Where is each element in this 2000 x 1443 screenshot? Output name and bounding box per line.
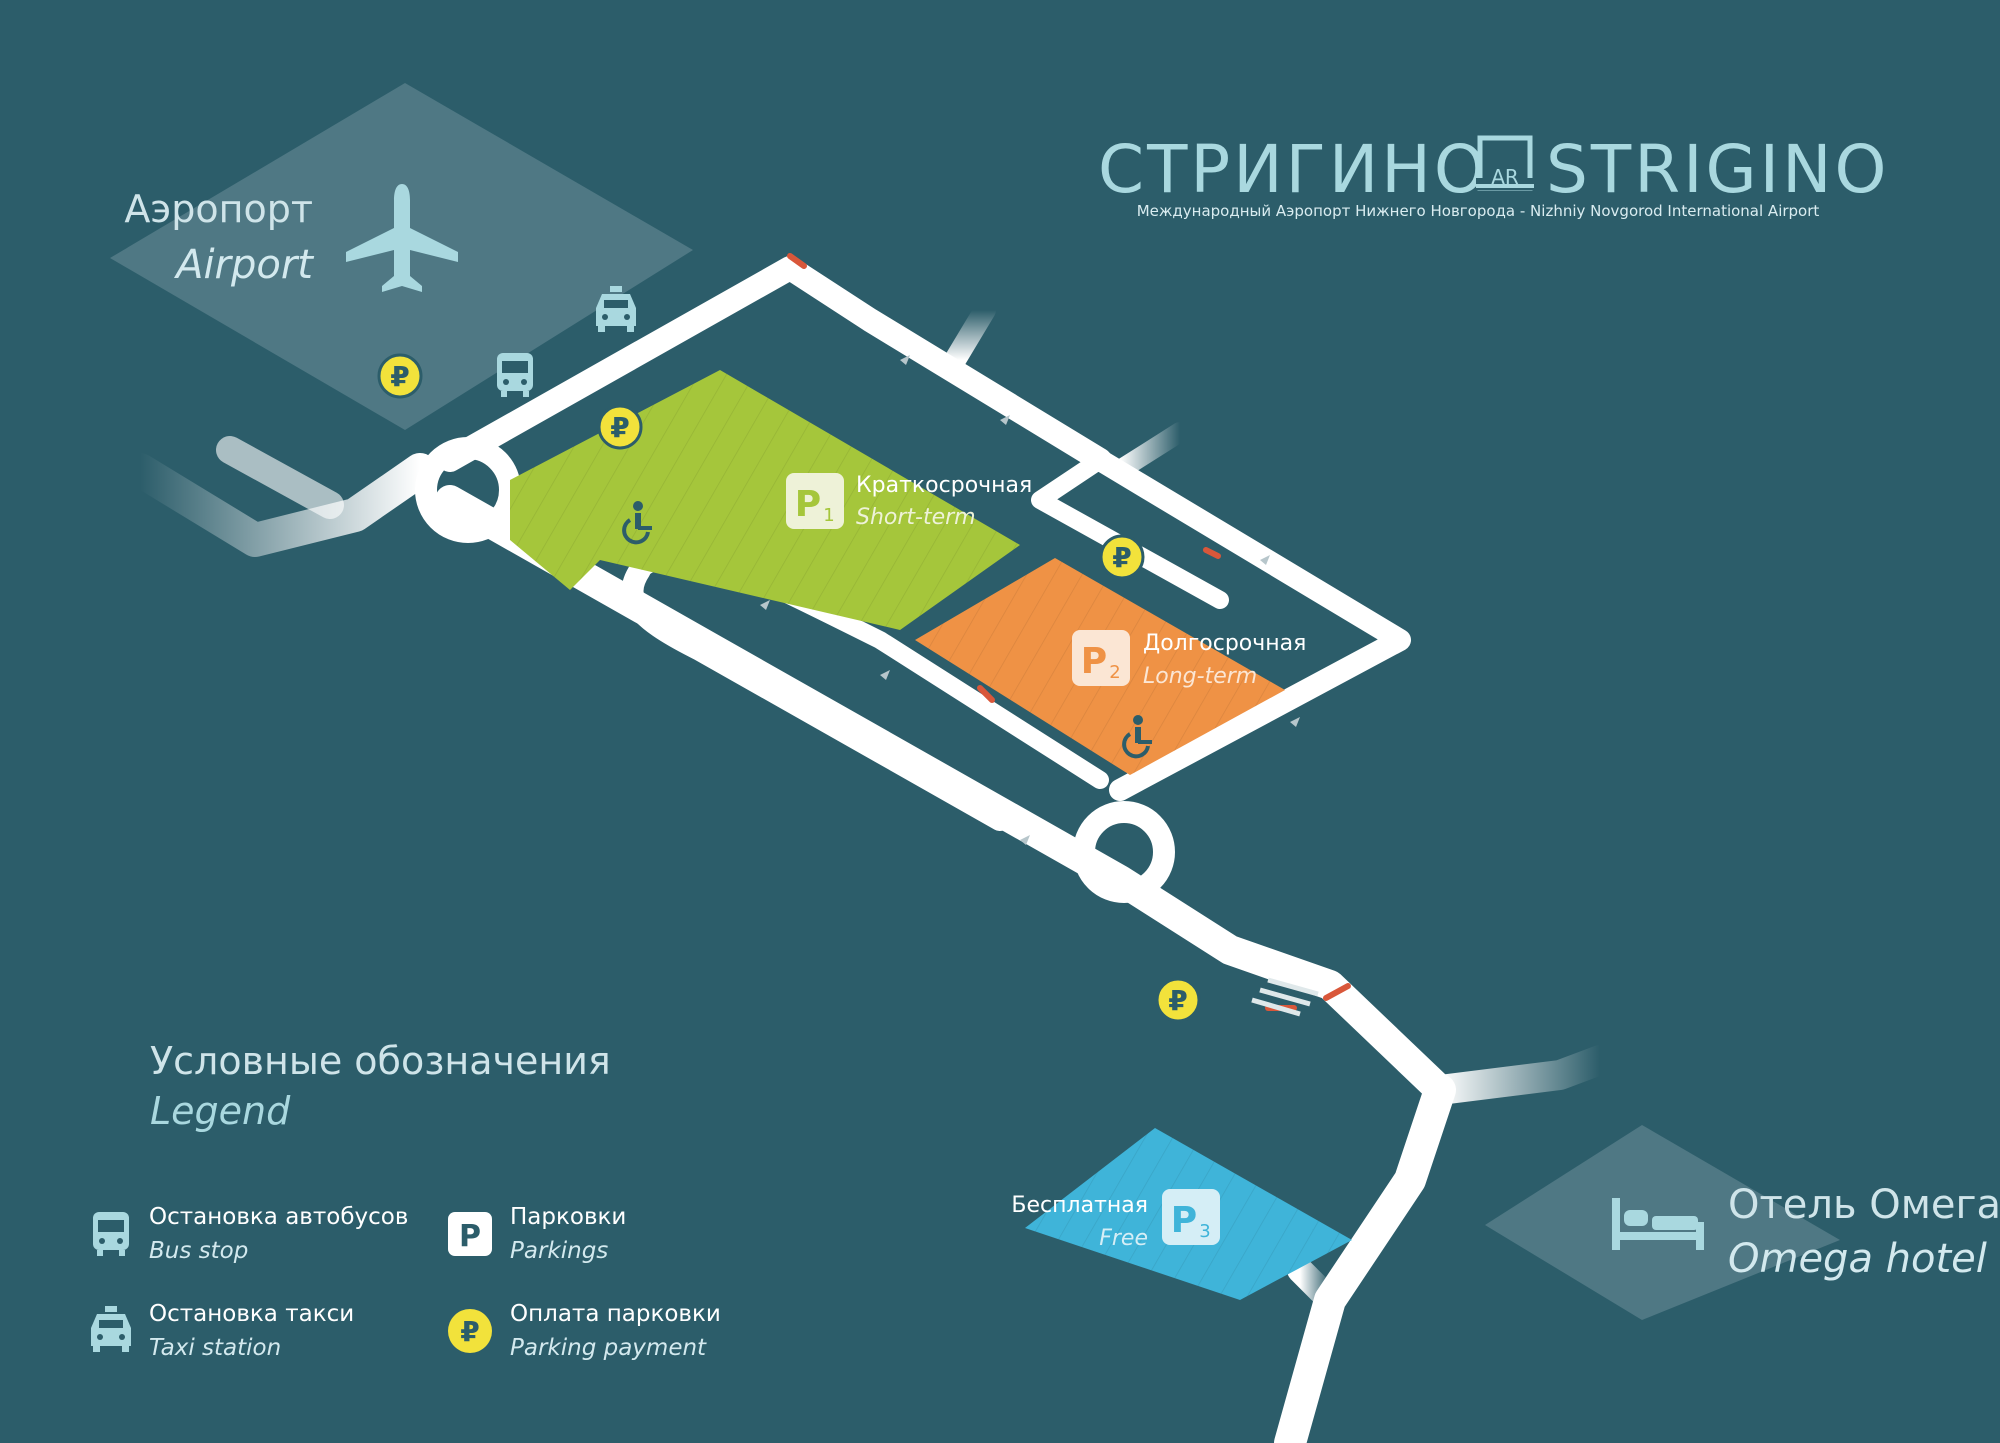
barrier bbox=[1323, 983, 1351, 1001]
north-exit bbox=[944, 299, 996, 371]
hotel-label: Отель Омега bbox=[1728, 1182, 2000, 1228]
road-arrow bbox=[1020, 835, 1030, 845]
legend-item-bus: Остановка автобусов Bus stop bbox=[93, 1204, 408, 1264]
legend-item-payment: ₽ Оплата парковки Parking payment bbox=[448, 1301, 721, 1361]
p1-label-en: Short-term bbox=[856, 505, 976, 530]
legend-item-taxi: Остановка такси Taxi station bbox=[91, 1301, 354, 1361]
p2-number: 2 bbox=[1109, 662, 1120, 683]
airport-zone[interactable]: Аэропорт Airport bbox=[110, 83, 693, 430]
legend-label-en: Bus stop bbox=[149, 1238, 248, 1264]
legend-label: Оплата парковки bbox=[510, 1301, 721, 1327]
legend-label-en: Parkings bbox=[510, 1238, 608, 1264]
crosswalk bbox=[1251, 977, 1319, 1017]
road-arrows bbox=[760, 355, 1300, 845]
p2-letter: P bbox=[1081, 641, 1107, 682]
lower-loop-road bbox=[621, 559, 1011, 831]
taxi-icon bbox=[91, 1306, 131, 1352]
road-arrow bbox=[760, 600, 770, 610]
barrier bbox=[787, 253, 807, 269]
title-ru: СТРИГИНО bbox=[1098, 131, 1489, 208]
svg-text:₽: ₽ bbox=[610, 411, 629, 444]
barrier bbox=[977, 685, 995, 703]
legend-item-parking: P Парковки Parkings bbox=[448, 1204, 626, 1264]
svg-text:₽: ₽ bbox=[390, 360, 409, 393]
p1-label: Краткосрочная bbox=[856, 473, 1032, 498]
taxi-icon[interactable] bbox=[596, 286, 636, 332]
bus-icon bbox=[93, 1212, 129, 1256]
hotel-road bbox=[1425, 1045, 1615, 1105]
upper-road bbox=[438, 256, 1112, 472]
northeast-exit bbox=[1110, 422, 1190, 480]
airplane-icon bbox=[346, 184, 458, 292]
wheelchair-icon bbox=[1122, 715, 1152, 759]
legend-title: Условные обозначения bbox=[150, 1039, 611, 1083]
ruble-icon[interactable]: ₽ bbox=[377, 353, 423, 399]
p3-entry-road bbox=[1287, 1257, 1343, 1313]
road-arrow bbox=[900, 355, 910, 365]
p2-label: Долгосрочная bbox=[1143, 631, 1306, 656]
wheelchair-icon bbox=[622, 501, 652, 545]
road-arrow bbox=[1290, 717, 1300, 727]
ruble-icon[interactable]: ₽ bbox=[1155, 977, 1201, 1023]
west-road bbox=[123, 453, 437, 557]
road-arrow bbox=[1000, 415, 1010, 425]
p3-badge: P 3 bbox=[1162, 1189, 1220, 1245]
title-en: STRIGINO bbox=[1546, 131, 1889, 208]
p1-letter: P bbox=[795, 484, 821, 525]
title-subtitle: Международный Аэропорт Нижнего Новгорода… bbox=[1137, 202, 1820, 220]
ruble-icon[interactable]: ₽ bbox=[1099, 534, 1145, 580]
bed-icon bbox=[1612, 1198, 1704, 1250]
p2-badge: P 2 bbox=[1072, 630, 1130, 686]
svg-text:P: P bbox=[459, 1219, 481, 1254]
west-road-loop bbox=[216, 436, 344, 519]
header: СТРИГИНО AR STRIGINO Международный Аэроп… bbox=[1098, 131, 1889, 220]
legend-title-en: Legend bbox=[150, 1089, 291, 1133]
p3-label-en: Free bbox=[1099, 1226, 1148, 1251]
inner-road bbox=[1031, 451, 1229, 609]
airport-label: Аэропорт bbox=[124, 187, 313, 231]
payment-icons: ₽ ₽ ₽ ₽ bbox=[377, 353, 1201, 1023]
barrier bbox=[1203, 547, 1221, 559]
p2-label-en: Long-term bbox=[1143, 664, 1257, 689]
parking-p3[interactable]: P 3 Бесплатная Free bbox=[1011, 1128, 1352, 1300]
svg-text:₽: ₽ bbox=[1112, 541, 1131, 574]
ruble-icon: ₽ bbox=[448, 1309, 492, 1353]
svg-text:₽: ₽ bbox=[460, 1315, 479, 1348]
road-arrow bbox=[880, 670, 890, 680]
legend-label-en: Taxi station bbox=[149, 1335, 281, 1361]
p1-number: 1 bbox=[823, 505, 834, 526]
legend-label: Остановка такси bbox=[149, 1301, 354, 1327]
p3-letter: P bbox=[1171, 1200, 1197, 1241]
hotel-label-en: Omega hotel bbox=[1728, 1236, 1987, 1282]
road-arrow bbox=[1260, 555, 1270, 565]
east-road bbox=[1089, 449, 1411, 801]
ruble-icon[interactable]: ₽ bbox=[597, 404, 643, 450]
p3-number: 3 bbox=[1199, 1221, 1210, 1242]
p3-label: Бесплатная bbox=[1011, 1193, 1148, 1218]
road-network bbox=[123, 256, 1615, 1443]
svg-text:₽: ₽ bbox=[1168, 984, 1187, 1017]
airport-logo: AR bbox=[1476, 135, 1534, 191]
roundabout-south bbox=[1073, 801, 1175, 903]
south-road bbox=[1274, 1074, 1456, 1443]
parking-p2[interactable]: P 2 Долгосрочная Long-term bbox=[915, 558, 1306, 775]
bus-stop-icon[interactable] bbox=[497, 353, 533, 397]
p1-badge: P 1 bbox=[786, 473, 844, 529]
legend-label: Парковки bbox=[510, 1204, 626, 1230]
airport-label-en: Airport bbox=[173, 242, 314, 288]
logo-text: AR bbox=[1491, 165, 1519, 189]
hotel-zone[interactable]: Отель Омега Omega hotel bbox=[1485, 1125, 2000, 1320]
legend-label-en: Parking payment bbox=[510, 1335, 707, 1361]
legend-label: Остановка автобусов bbox=[149, 1204, 408, 1230]
parking-icon: P bbox=[448, 1212, 492, 1256]
legend: Условные обозначения Legend Остановка ав… bbox=[91, 1039, 721, 1361]
